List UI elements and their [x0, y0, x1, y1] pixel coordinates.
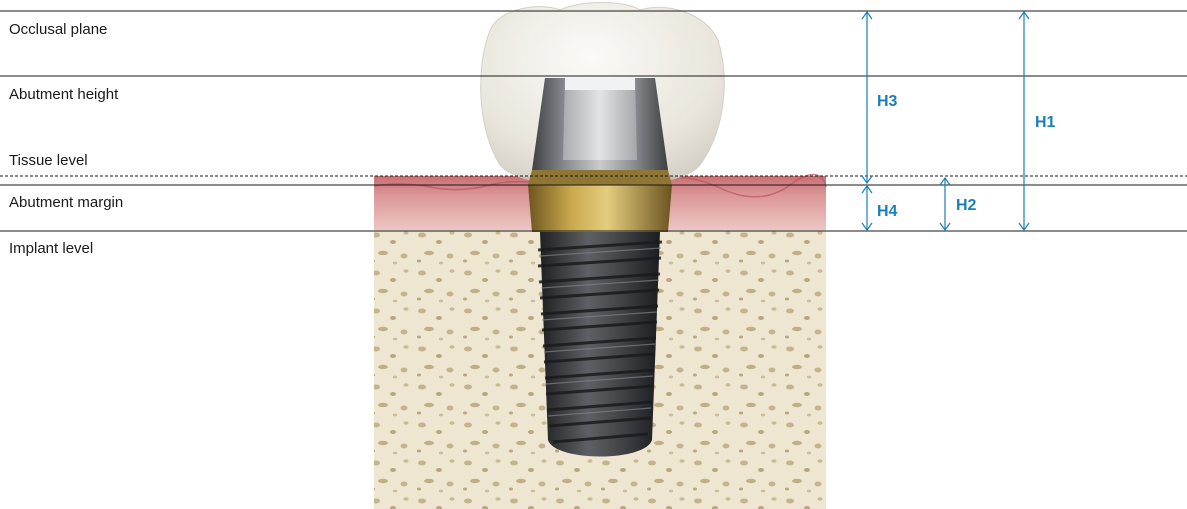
abutment-margin-label: Abutment margin	[9, 194, 123, 211]
occlusal-plane-label: Occlusal plane	[9, 21, 107, 38]
implant-illustration	[374, 3, 826, 509]
h2-label: H2	[956, 197, 977, 214]
h1-label: H1	[1035, 114, 1056, 131]
implant-screw-icon	[538, 232, 662, 457]
h3-arrow	[862, 12, 872, 183]
implant-level-label: Implant level	[9, 240, 93, 257]
h4-arrow	[862, 186, 872, 230]
h4-label: H4	[877, 203, 898, 220]
level-labels: Occlusal plane Abutment height Tissue le…	[9, 21, 123, 257]
h1-arrow	[1019, 12, 1029, 230]
tissue-level-label: Tissue level	[9, 152, 88, 169]
abutment-height-label: Abutment height	[9, 86, 119, 103]
dimension-arrows	[862, 12, 1029, 230]
abutment-icon	[528, 78, 672, 232]
h2-arrow	[940, 178, 950, 230]
h3-label: H3	[877, 93, 898, 110]
dimension-labels: H3 H1 H4 H2	[877, 93, 1056, 220]
